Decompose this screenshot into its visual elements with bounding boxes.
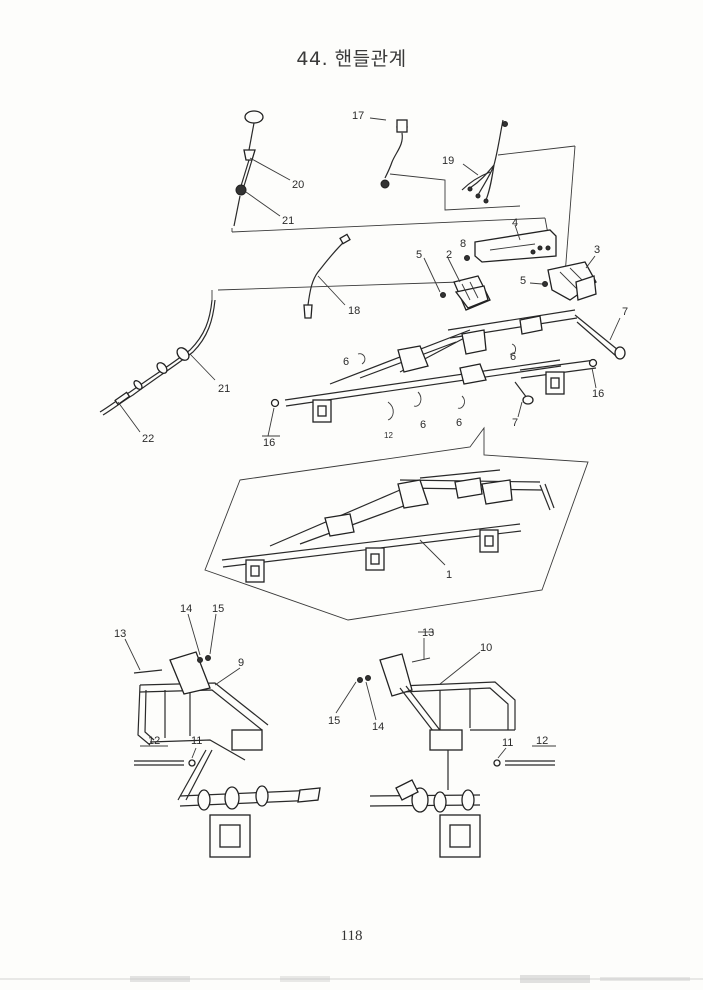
callout-14-left: 14 [180, 603, 192, 615]
callout-7-bottom: 7 [512, 417, 518, 429]
callout-6-c: 6 [420, 419, 426, 431]
callout-5-left: 5 [416, 249, 422, 261]
switch-cable [303, 233, 351, 319]
callout-11-left: 11 [191, 735, 202, 747]
callout-9: 9 [238, 657, 244, 669]
switch-box-right [547, 261, 597, 301]
callout-19: 19 [442, 155, 454, 167]
callout-7-top: 7 [622, 306, 628, 318]
group-frame-lines [211, 145, 576, 300]
handle-bar-left [133, 651, 321, 858]
callout-22: 22 [142, 433, 154, 445]
gear-shift-lever [233, 110, 264, 227]
upper-handle-frame [270, 309, 626, 423]
assembled-frame-inset [204, 426, 589, 621]
callout-14-right: 14 [372, 721, 384, 733]
callout-17: 17 [352, 110, 364, 122]
callout-21-bottom: 21 [218, 383, 230, 395]
callout-21-top: 21 [282, 215, 294, 227]
callout-4: 4 [512, 217, 518, 229]
callout-15-left: 15 [212, 603, 224, 615]
callout-13-left: 13 [114, 628, 126, 640]
scan-artifact-strip [0, 975, 703, 983]
screw-5-right [542, 281, 548, 287]
callout-8: 8 [460, 238, 466, 250]
callout-16-left: 16 [263, 437, 275, 449]
callout-12-right: 12 [536, 735, 548, 747]
handle-bar-right [357, 651, 555, 858]
callout-10: 10 [480, 642, 492, 654]
switch-box-left [453, 275, 491, 311]
callout-12-left: 12 [148, 735, 160, 747]
dash-panel [474, 229, 557, 263]
gear-cable [99, 299, 216, 433]
page-number: 118 [340, 928, 363, 944]
callout-16-right: 16 [592, 388, 604, 400]
callout-6-d: 6 [456, 417, 462, 429]
callout-12-small: 12 [384, 431, 393, 440]
callout-5-right: 5 [520, 275, 526, 287]
callout-11-right: 11 [502, 737, 513, 749]
page-title: 44. 핸들관계 [296, 48, 407, 70]
callout-1: 1 [446, 569, 452, 581]
callout-13-right: 13 [422, 627, 434, 639]
callout-15-right: 15 [328, 715, 340, 727]
screw-8 [464, 255, 470, 261]
wire-harness [461, 119, 508, 204]
callout-18: 18 [348, 305, 360, 317]
callout-leader-lines [124, 224, 621, 759]
callout-3: 3 [594, 244, 600, 256]
callout-labels: 17 19 20 21 4 8 5 2 3 5 18 7 6 6 21 16 7… [114, 110, 628, 749]
callout-20: 20 [292, 179, 304, 191]
key-switch [369, 117, 408, 189]
callout-2: 2 [446, 249, 452, 261]
screw-5-left [440, 292, 446, 298]
callout-6-a: 6 [343, 356, 349, 368]
callout-6-b: 6 [510, 351, 516, 363]
